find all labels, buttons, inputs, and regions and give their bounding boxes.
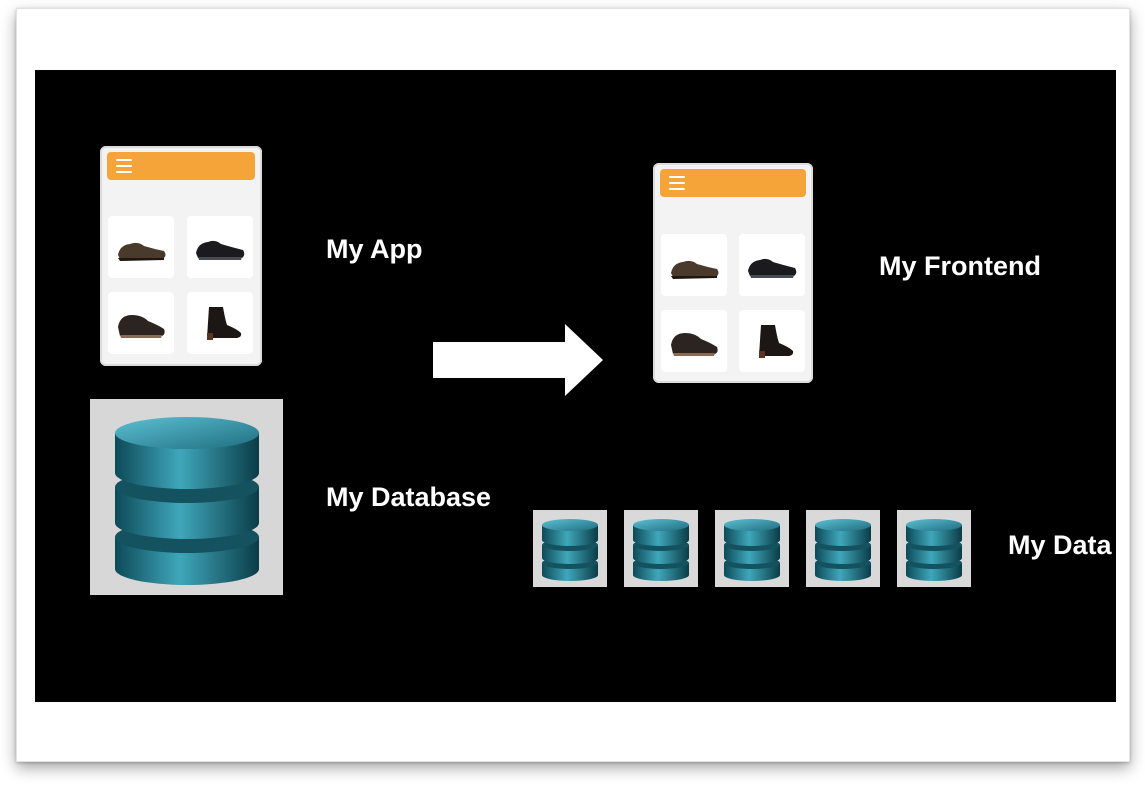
shoe-icon bbox=[207, 307, 242, 340]
shoe-icon bbox=[118, 242, 166, 261]
shoe-icon bbox=[196, 240, 245, 260]
database-icon bbox=[633, 518, 689, 581]
database-icon bbox=[815, 518, 871, 581]
database-icon bbox=[542, 518, 598, 581]
product-tile bbox=[739, 310, 805, 372]
app-header-bar bbox=[107, 152, 255, 180]
product-tile bbox=[187, 216, 253, 278]
shoe-icon bbox=[671, 260, 719, 279]
product-tile bbox=[108, 216, 174, 278]
frontend-phone-mockup bbox=[653, 163, 813, 383]
hamburger-menu-icon bbox=[669, 176, 685, 194]
shoe-icon bbox=[671, 333, 718, 356]
database-icon bbox=[906, 518, 962, 581]
shoe-icon bbox=[118, 315, 165, 338]
product-tile bbox=[661, 234, 727, 296]
database-box-1 bbox=[533, 510, 607, 587]
slide-canvas: My App My Database bbox=[35, 70, 1116, 702]
database-box-4 bbox=[806, 510, 880, 587]
my-frontend-label: My Frontend bbox=[879, 251, 1041, 281]
my-app-label: My App bbox=[326, 234, 423, 264]
right-arrow-icon bbox=[433, 324, 603, 396]
product-tile bbox=[661, 310, 727, 372]
shoe-icon bbox=[748, 258, 797, 278]
app-phone-mockup bbox=[100, 146, 262, 366]
shoe-icon bbox=[759, 325, 794, 358]
database-icon bbox=[724, 518, 780, 581]
product-tile bbox=[739, 234, 805, 296]
my-data-label: My Data bbox=[1008, 530, 1112, 560]
my-database-label: My Database bbox=[326, 482, 492, 512]
database-box-3 bbox=[715, 510, 789, 587]
database-box-5 bbox=[897, 510, 971, 587]
product-tile bbox=[108, 292, 174, 354]
hamburger-menu-icon bbox=[116, 159, 132, 177]
database-box-2 bbox=[624, 510, 698, 587]
database-box bbox=[90, 399, 283, 595]
frontend-header-bar bbox=[660, 169, 806, 197]
product-tile bbox=[187, 292, 253, 354]
database-icon bbox=[114, 417, 259, 585]
